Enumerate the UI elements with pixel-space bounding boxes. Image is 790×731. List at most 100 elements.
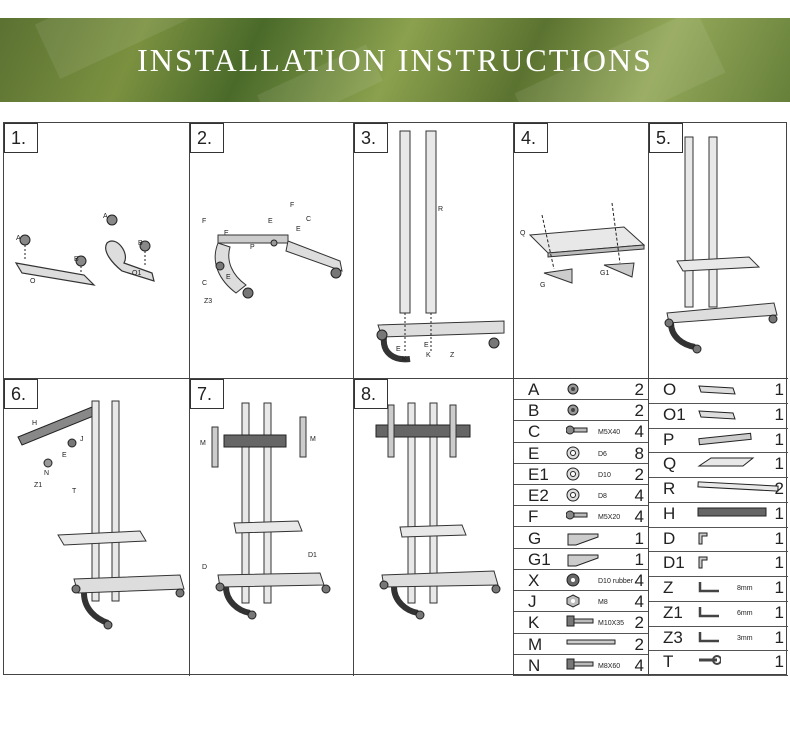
label-z3: Z3 [204,298,212,305]
label-c: C [202,280,207,287]
part-letter: Z3 [663,627,683,647]
label-n: N [44,470,49,477]
label-b: B [74,256,79,263]
step-2-panel: 2. F E E F C E P C E Z3 [190,123,354,379]
step-number: 8. [354,379,388,409]
part-letter: X [528,570,540,590]
part-quantity: 4 [634,486,644,506]
part-quantity: 2 [634,613,644,633]
step-1-panel: 1. A A B B O O1 [4,123,190,379]
part-letter: C [528,422,541,442]
part-letter: D1 [663,553,685,573]
part-quantity: 1 [774,404,784,424]
part-letter: Q [663,454,677,474]
part-quantity: 1 [774,627,784,647]
label-g: G [540,282,545,289]
part-quantity: 1 [774,429,784,449]
part-row: O1 1 [649,404,788,429]
step-8-panel: 8. [354,379,514,676]
instruction-grid: 1. A A B B O O1 2. [3,122,788,676]
label-g1: G1 [600,270,609,277]
step-number: 3. [354,123,388,153]
part-spec: M8X60 [598,662,621,670]
label-o1: O1 [132,270,141,277]
step-2-illustration: F E E F C E P C E Z3 [202,202,343,305]
step-6-panel: 6. H J E N Z1 T [4,379,190,676]
part-letter: A [528,380,540,399]
label-m: M [200,440,206,447]
part-letter: F [528,507,539,527]
step-3-panel: 3. R E E K K Z [354,123,514,379]
part-letter: H [663,503,676,523]
label-d1: D1 [308,552,317,559]
part-letter: O1 [663,404,686,424]
step-number: 7. [190,379,224,409]
step-8-illustration [375,402,501,620]
step-number: 4. [514,123,548,153]
part-spec: M10X35 [598,620,625,628]
label-e: E [226,274,231,281]
part-spec: 3mm [737,634,753,642]
label-r: R [438,206,443,213]
part-spec: M5X20 [598,514,621,522]
label-e: E [424,342,429,349]
step-number: 5. [649,123,683,153]
part-row: D1 1 [649,552,788,577]
label-e: E [296,226,301,233]
part-quantity: 4 [634,592,644,612]
step-6-illustration: H J E N Z1 T [17,400,185,630]
part-letter: E2 [528,486,549,506]
part-quantity: 2 [634,401,644,421]
step-7-illustration: M M D D1 [200,402,331,620]
step-number: 1. [4,123,38,153]
step-4-illustration: Q G G1 [520,202,646,289]
part-quantity: 1 [774,528,784,548]
label-j: J [80,436,84,443]
label-k: K [402,356,407,363]
part-letter: M [528,634,543,654]
part-row: Z1 6mm 1 [649,602,788,627]
part-quantity: 1 [774,652,784,672]
part-quantity: 1 [774,553,784,573]
part-letter: N [528,655,541,675]
part-spec: D8 [598,493,607,501]
label-z: Z [450,352,455,359]
part-quantity: 2 [634,464,644,484]
step-7-panel: 7. M M D D1 [190,379,354,676]
part-letter: J [528,592,537,612]
part-letter: B [528,401,540,421]
part-letter: T [663,652,674,672]
part-letter: G [528,528,542,548]
part-letter: E1 [528,464,549,484]
part-quantity: 2 [774,479,784,498]
label-o: O [30,278,36,285]
step-5-illustration [664,136,778,354]
part-spec: 8mm [737,585,753,592]
part-letter: Z1 [663,602,683,622]
part-quantity: 1 [774,602,784,622]
part-spec: 6mm [737,609,753,617]
label-p: P [250,244,255,251]
part-letter: O [663,380,677,399]
part-spec: D10 rubber [598,577,634,585]
part-spec: M8 [598,599,608,607]
label-f: F [290,202,294,209]
part-row: E2 D8 4 [514,485,648,507]
part-letter: G1 [528,549,551,569]
label-h: H [32,420,37,427]
